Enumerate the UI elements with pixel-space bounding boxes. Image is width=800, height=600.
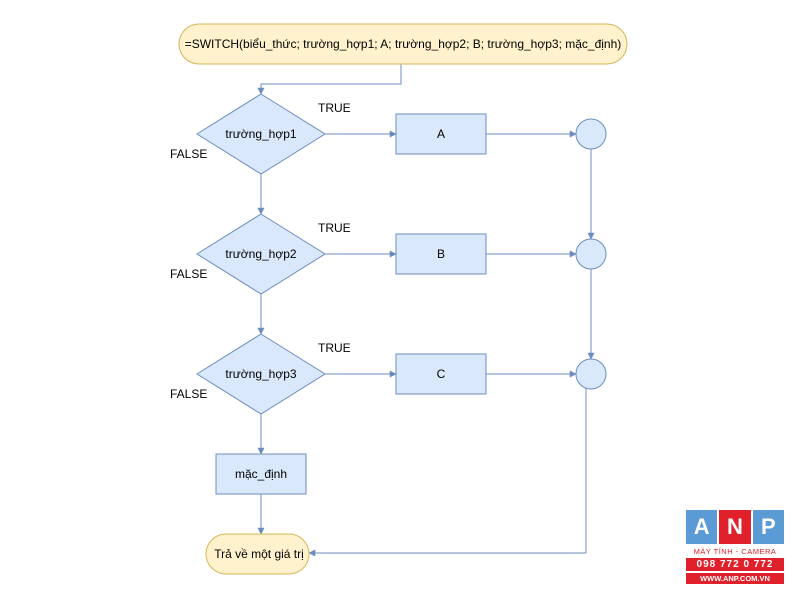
edge-merge3-to-end	[308, 386, 587, 557]
edge-formula-to-case1	[257, 64, 402, 95]
default-label: mặc_định	[235, 467, 287, 481]
decision-case2: trường_hợp2	[196, 213, 326, 295]
false-label-1: FALSE	[170, 147, 207, 161]
merge-node-1	[575, 118, 607, 150]
false-label-3: FALSE	[170, 387, 207, 401]
true-label-3: TRUE	[318, 341, 351, 355]
true-label-2: TRUE	[318, 221, 351, 235]
merge-node-3	[575, 358, 607, 390]
formula-text: =SWITCH(biểu_thức; trường_hợp1; A; trườn…	[185, 37, 622, 51]
decision-case3-label: trường_hợp3	[225, 367, 296, 381]
decision-case1-label: trường_hợp1	[225, 127, 296, 141]
result-a-label: A	[437, 127, 445, 141]
decision-case2-label: trường_hợp2	[225, 247, 296, 261]
end-node: Trả về một giá trị	[205, 533, 310, 575]
false-label-2: FALSE	[170, 267, 207, 281]
end-label: Trả về một giá trị	[214, 547, 304, 561]
result-c: C	[395, 353, 487, 395]
merge-node-2	[575, 238, 607, 270]
logo-letter-n: N	[719, 510, 751, 544]
edges	[257, 64, 595, 557]
logo-website: WWW.ANP.COM.VN	[686, 573, 784, 584]
true-label-1: TRUE	[318, 101, 351, 115]
formula-node: =SWITCH(biểu_thức; trường_hợp1; A; trườn…	[178, 23, 628, 65]
result-a: A	[395, 113, 487, 155]
result-b-label: B	[437, 247, 445, 261]
decision-case3: trường_hợp3	[196, 333, 326, 415]
logo-letter-p: P	[752, 510, 784, 544]
result-c-label: C	[437, 367, 446, 381]
decision-case1: trường_hợp1	[196, 93, 326, 175]
logo-tagline: MÁY TÍNH - CAMERA	[693, 547, 777, 556]
result-b: B	[395, 233, 487, 275]
logo-letter-a: A	[686, 510, 718, 544]
logo-phone: 098 772 0 772	[686, 558, 784, 571]
default-node: mặc_định	[215, 453, 307, 495]
anp-logo: A N P MÁY TÍNH - CAMERA 098 772 0 772 WW…	[686, 510, 784, 586]
